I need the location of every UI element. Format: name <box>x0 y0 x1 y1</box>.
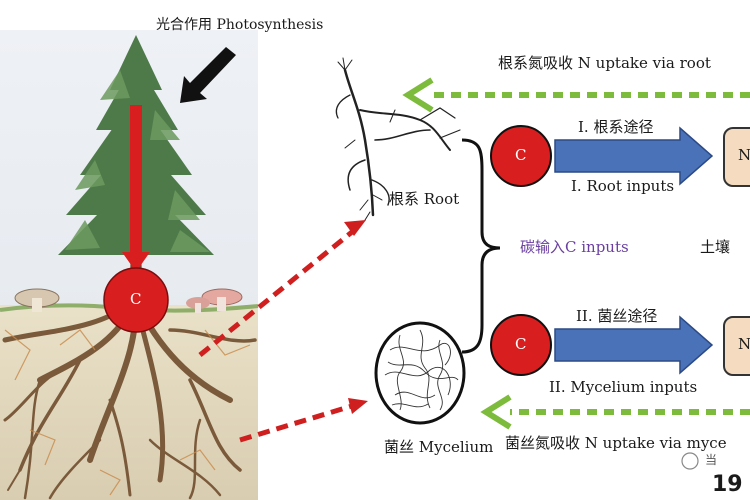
tree-carbon-circle <box>103 267 169 333</box>
watermark-icon <box>681 452 699 470</box>
mycelium-carbon-symbol: C <box>515 335 527 353</box>
tree-carbon-symbol: C <box>130 290 142 308</box>
carbon-to-root-arrow <box>198 230 354 357</box>
tree-illustration <box>0 30 259 500</box>
root-label: 根系 Root <box>389 190 460 208</box>
carbon-to-mycelium-arrow <box>239 403 353 443</box>
root-n-uptake-arrow <box>402 77 750 113</box>
root-box-letter: N <box>738 146 750 164</box>
corner-number: 19 <box>712 472 743 497</box>
mycelium-n-pool-box <box>723 316 750 376</box>
root-carbon-symbol: C <box>515 146 527 164</box>
mycelium-box-letter: N <box>738 335 750 353</box>
mycelium-sketch <box>374 321 466 425</box>
pathway1-en-label: I. Root inputs <box>571 177 675 195</box>
carbon-inputs-label: 碳输入C inputs <box>520 238 629 256</box>
mycelium-inputs-arrow <box>554 315 714 375</box>
photosynthesis-title: 光合作用 Photosynthesis <box>156 17 324 33</box>
watermark-text: 当 <box>705 453 718 467</box>
bracket <box>461 138 501 354</box>
root-n-pool-box <box>723 127 750 187</box>
soil-label: 土壤 <box>700 238 731 256</box>
mycelium-carbon-circle <box>490 314 552 376</box>
pathway2-en-label: II. Mycelium inputs <box>549 378 698 396</box>
root-inputs-arrow <box>554 126 714 186</box>
bottom-arrow-label: 菌丝氮吸收 N uptake via myce <box>505 434 727 452</box>
root-carbon-circle <box>490 125 552 187</box>
mycelium-n-uptake-arrow <box>480 394 750 430</box>
pathway2-cn-label: II. 菌丝途径 <box>576 307 658 325</box>
pathway1-cn-label: I. 根系途径 <box>578 118 654 136</box>
top-arrow-label: 根系氮吸收 N uptake via root <box>498 54 711 72</box>
mycelium-label: 菌丝 Mycelium <box>384 438 494 456</box>
root-sketch <box>335 57 461 221</box>
